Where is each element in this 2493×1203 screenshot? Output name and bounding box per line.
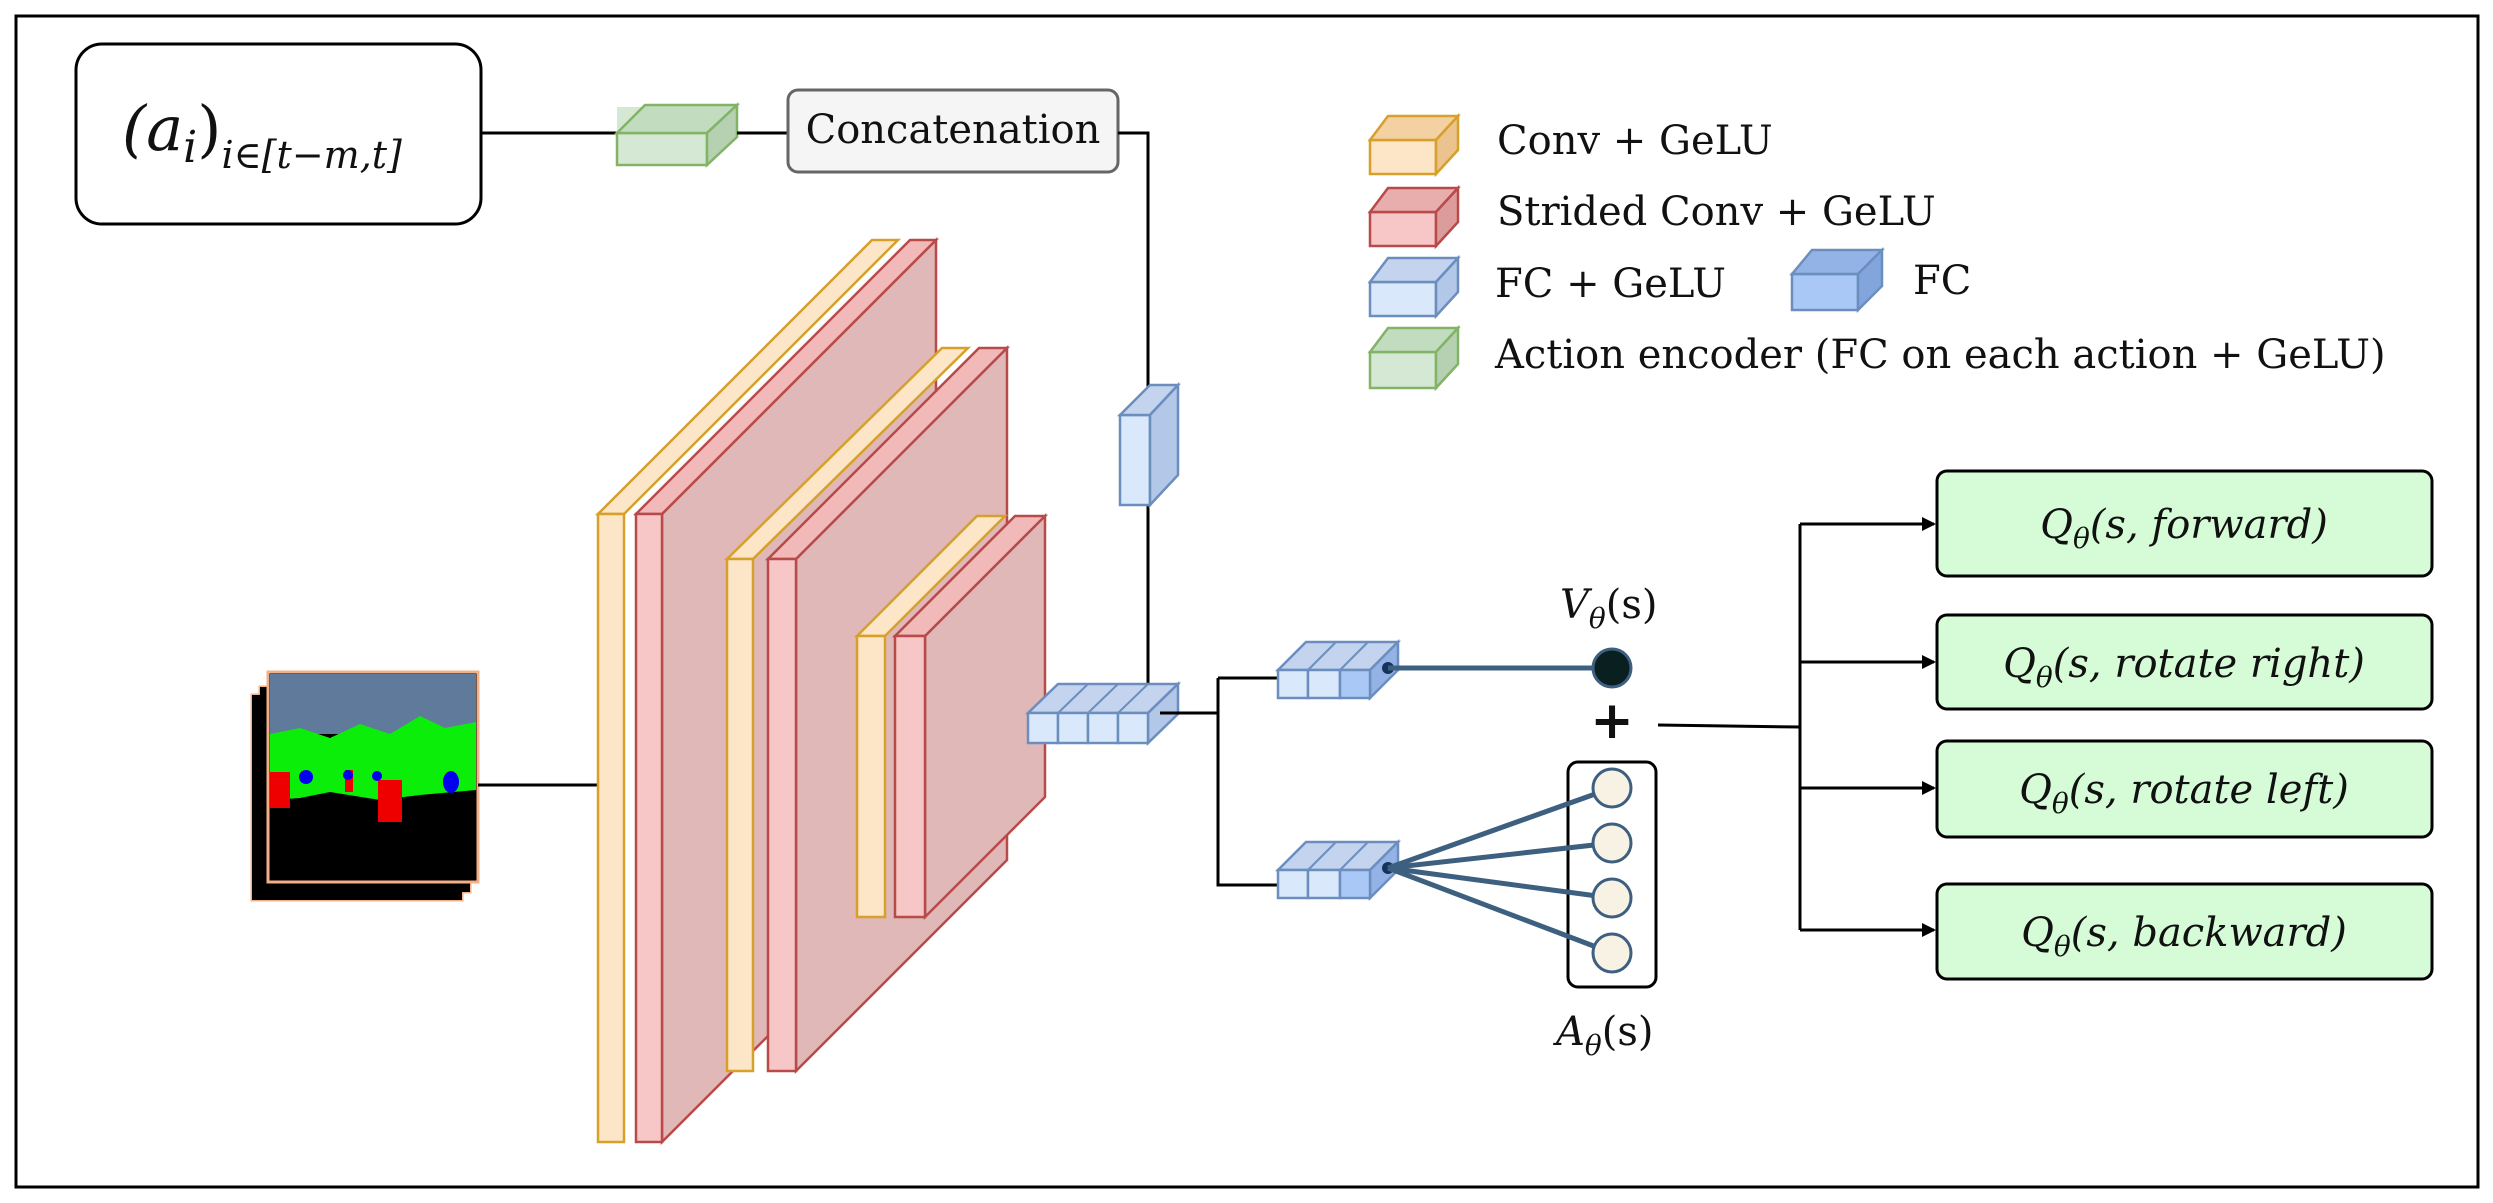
svg-text:Qθ(s, rotate left): Qθ(s, rotate left) <box>2019 767 2349 820</box>
q-output-rotate-right: Qθ(s, rotate right) <box>1935 613 2434 711</box>
output-tree <box>1657 517 1936 937</box>
observation-image-stack <box>250 670 480 902</box>
conv-layer-1 <box>594 238 902 1144</box>
branch-bottom <box>1216 713 1278 887</box>
concatenation-label: Concatenation <box>806 107 1101 153</box>
action-fc-block <box>1116 381 1181 509</box>
advantage-node-left <box>1591 877 1633 919</box>
legend-conv-label: Conv + GeLU <box>1497 118 1773 164</box>
strided-conv-layer-3 <box>891 512 1049 921</box>
conv-layer-3 <box>853 514 1009 919</box>
svg-text:Qθ(s, forward): Qθ(s, forward) <box>2040 502 2328 555</box>
plus-sign: + <box>1590 691 1634 751</box>
svg-text:Qθ(s, backward): Qθ(s, backward) <box>2021 910 2347 963</box>
advantage-node-backward <box>1591 932 1633 974</box>
action-encoder-block <box>613 102 741 168</box>
q-output-forward: Qθ(s, forward) <box>1935 469 2434 578</box>
concatenation-box: Concatenation <box>786 88 1120 174</box>
q-output-backward: Qθ(s, backward) <box>1935 882 2434 981</box>
value-head-label: Vθ(s) <box>1560 582 1658 635</box>
legend-strided-conv-label: Strided Conv + GeLU <box>1497 189 1936 235</box>
q-output-rotate-left: Qθ(s, rotate left) <box>1935 739 2434 839</box>
advantage-fc-block <box>1274 838 1402 902</box>
flatten-fc-block <box>1024 681 1182 746</box>
legend-conv-icon <box>1367 112 1461 178</box>
value-fc-block <box>1274 638 1402 702</box>
legend-strided-conv-icon <box>1367 184 1461 250</box>
advantage-node-right <box>1591 822 1633 864</box>
legend: Conv + GeLU Strided Conv + GeLU FC + GeL… <box>1367 112 2386 392</box>
legend-fc-gelu-icon <box>1367 254 1461 320</box>
advantage-head-label: Aθ(s) <box>1552 1009 1654 1062</box>
value-node <box>1591 647 1633 689</box>
legend-action-encoder-icon <box>1367 324 1461 392</box>
legend-fc-label: FC <box>1913 258 1971 304</box>
svg-text:Qθ(s, rotate right): Qθ(s, rotate right) <box>2003 641 2365 694</box>
legend-fc-icon <box>1789 246 1886 314</box>
advantage-node-forward <box>1591 767 1633 809</box>
observation-image <box>266 670 480 884</box>
legend-action-encoder-label: Action encoder (FC on each action + GeLU… <box>1494 332 2386 378</box>
action-input-box: (ai)i∈[t−m,t] <box>74 42 483 226</box>
conv-layer-2 <box>723 346 972 1073</box>
legend-fc-gelu-label: FC + GeLU <box>1495 261 1726 307</box>
action-input-symbol: (ai)i∈[t−m,t] <box>122 92 402 177</box>
advantage-connections <box>1387 785 1613 956</box>
advantage-node-column <box>1566 760 1658 989</box>
